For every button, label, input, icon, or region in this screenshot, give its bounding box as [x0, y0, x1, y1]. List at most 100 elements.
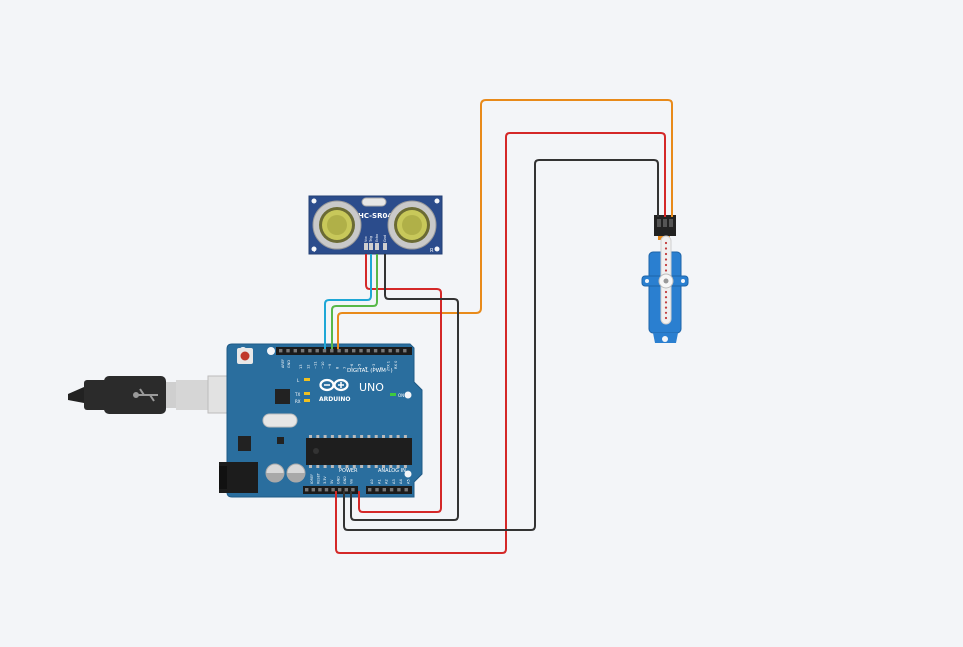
power-pin-label: GND [343, 476, 347, 484]
header-pin[interactable] [344, 488, 348, 492]
analog-pin-label: A4 [399, 479, 403, 484]
power-pin-label: GND [336, 476, 340, 484]
header-pin[interactable] [330, 349, 334, 353]
led-l-label: L [297, 378, 300, 383]
wire-servo-power[interactable] [335, 132, 666, 554]
header-pin[interactable] [375, 488, 379, 492]
header-pin[interactable] [331, 488, 335, 492]
header-pin[interactable] [382, 488, 386, 492]
header-pin[interactable] [366, 349, 370, 353]
wire-sensor-vcc[interactable] [358, 254, 442, 513]
reset-button[interactable] [240, 351, 250, 361]
sensor-pin-label: Vcc [364, 236, 368, 242]
header-pin[interactable] [300, 349, 305, 353]
power-pin-label: 5V [330, 479, 334, 484]
aref-label: AREF [281, 359, 285, 368]
header-pin[interactable] [311, 488, 315, 492]
digital-pin-label: 4 [365, 366, 369, 369]
power-header-label: POWER [339, 468, 358, 474]
usb-strain-relief [68, 387, 84, 403]
header-pin[interactable] [279, 349, 283, 353]
digital-header [276, 347, 412, 355]
digital-pin-label: ~10 [321, 361, 325, 369]
usb-icon [133, 388, 158, 402]
transmitter-mark: T [312, 248, 317, 254]
header-pin[interactable] [359, 349, 363, 353]
brand-label: ARDUINO [319, 396, 350, 403]
sensor-pin-label: Gnd [383, 235, 387, 242]
led-on [390, 393, 396, 396]
led-tx-label: TX [294, 392, 300, 397]
header-pin[interactable] [293, 349, 297, 353]
digital-pin-label: 8 [336, 366, 340, 369]
header-pin[interactable] [381, 349, 385, 353]
wire-sensor-gnd[interactable] [350, 254, 459, 521]
wire-servo-signal[interactable] [337, 99, 673, 349]
wire-servo-ground[interactable] [343, 159, 659, 531]
atmega328-chip [306, 438, 412, 465]
header-pin[interactable] [318, 488, 322, 492]
header-pin[interactable] [403, 349, 407, 353]
analog-pin-label: A5 [407, 479, 411, 484]
digital-pin-label: ~6 [350, 363, 354, 369]
header-pin[interactable] [351, 488, 355, 492]
header-pin[interactable] [344, 349, 349, 353]
header-pin[interactable] [315, 349, 319, 353]
header-pin[interactable] [388, 349, 392, 353]
micro-servo-icon[interactable] [641, 215, 689, 343]
digital-pin-label: 2 [379, 367, 383, 369]
analog-header-label: ANALOG IN [378, 468, 406, 474]
header-pin[interactable] [395, 349, 400, 353]
receiver-mark: R [430, 248, 434, 254]
power-pin-label: IOREF [310, 474, 314, 484]
digital-pin-label: 13 [299, 364, 303, 369]
header-pin[interactable] [286, 349, 290, 353]
header-pin[interactable] [338, 488, 342, 492]
power-pin-label: 3.3V [323, 476, 327, 484]
digital-pin-label: 12 [306, 364, 310, 369]
header-pin[interactable] [368, 488, 372, 492]
analog-pin-label: A0 [370, 479, 374, 484]
led-rx-label: RX [295, 399, 301, 404]
sensor-pin[interactable] [375, 243, 379, 250]
header-pin[interactable] [324, 488, 329, 492]
digital-pin-label: RX 0 [394, 360, 398, 369]
led-tx [304, 392, 310, 395]
mounting-hole [267, 347, 275, 355]
sensor-name-label: HC-SR04 [358, 212, 392, 220]
mounting-hole [404, 470, 412, 478]
power-pin-label: Vin [350, 479, 354, 484]
sensor-pin-label: Trig [369, 236, 373, 243]
analog-pin-label: A3 [392, 479, 396, 484]
header-pin[interactable] [308, 349, 312, 353]
sensor-pin[interactable] [383, 243, 387, 250]
header-pin[interactable] [305, 488, 309, 492]
digital-pin-label: ~3 [372, 364, 376, 369]
sensor-pin[interactable] [369, 243, 373, 250]
header-pin[interactable] [404, 488, 408, 492]
wire-sensor-echo[interactable] [331, 254, 378, 349]
sensor-pin[interactable] [364, 243, 368, 250]
header-pin[interactable] [389, 488, 394, 492]
header-pin[interactable] [397, 488, 401, 492]
sensor-crystal [361, 197, 387, 207]
usb-metal-neck [166, 382, 176, 408]
header-pin[interactable] [337, 349, 341, 353]
model-label: UNO [359, 381, 384, 394]
header-pin[interactable] [322, 349, 327, 353]
receiver-transducer [387, 200, 437, 250]
header-pin[interactable] [373, 349, 378, 353]
usb-chip [275, 389, 290, 404]
header-pin[interactable] [352, 349, 356, 353]
wire-sensor-trig[interactable] [324, 254, 372, 349]
digital-pin-label: ~11 [314, 361, 318, 369]
gnd-label: GND [287, 360, 291, 368]
power-pin-label: RESET [317, 472, 321, 484]
led-l [304, 378, 310, 381]
